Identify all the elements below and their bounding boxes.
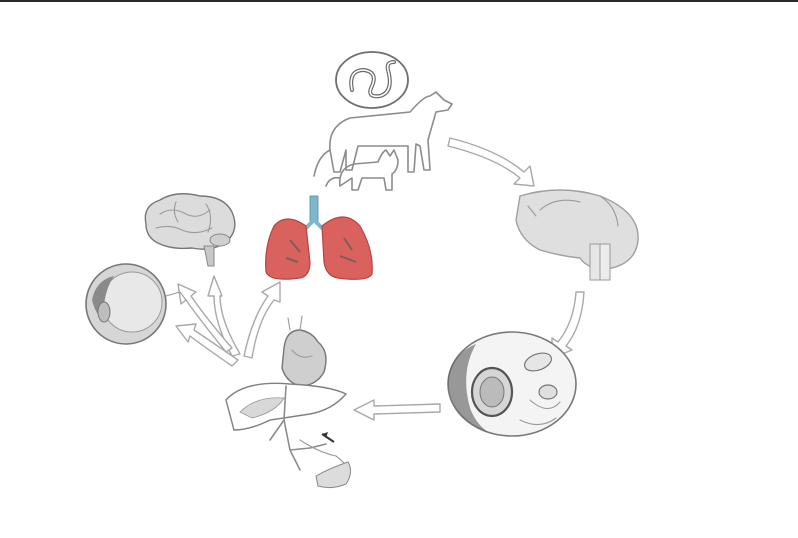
lungs-icon: [266, 196, 373, 279]
brain-icon: [145, 194, 235, 266]
eye-icon: [86, 264, 186, 344]
intestine-icon: [448, 332, 576, 436]
worm-stage: [336, 52, 408, 108]
arrow-liver-to-lungs: [244, 282, 280, 358]
arrow-intestine-to-liver: [354, 400, 440, 420]
liver-heart-icon: [226, 316, 351, 488]
stomach-duct: [590, 244, 600, 280]
left-lung: [266, 219, 310, 279]
stomach-icon: [516, 190, 638, 280]
trachea: [310, 196, 318, 222]
brain-stem: [204, 246, 214, 266]
arrow-host-to-stomach: [448, 138, 534, 186]
heart: [282, 330, 326, 386]
right-lung: [322, 217, 372, 279]
